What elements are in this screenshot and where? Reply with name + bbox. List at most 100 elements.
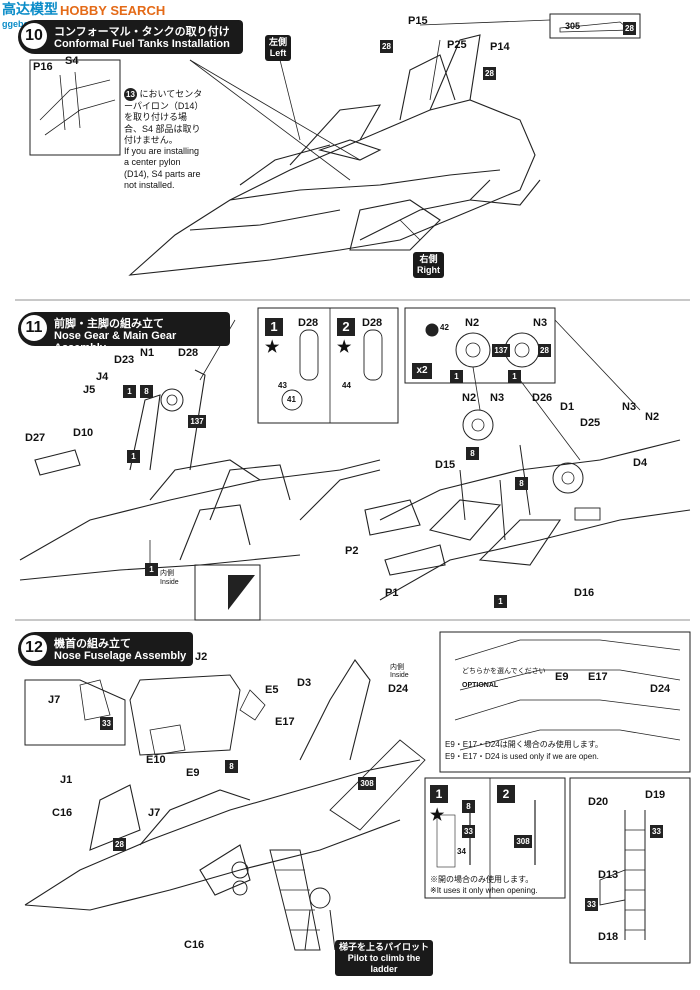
step10-header: 10 コンフォーマル・タンクの取り付け Conformal Fuel Tanks…	[18, 20, 243, 54]
ladder-opt-2: 2	[497, 785, 515, 803]
color-8-s12: 8	[225, 760, 238, 773]
variant-1-code-b: 41	[287, 395, 296, 404]
main-8-a: 8	[466, 447, 479, 460]
variant-2-part: D28	[362, 317, 383, 329]
part-e17: E17	[275, 716, 295, 728]
variant-1-star: ★	[265, 339, 280, 356]
variant-2-number: 2	[337, 318, 355, 336]
step10-left-tag: 左側 Left	[265, 35, 292, 61]
step12-number: 12	[21, 635, 47, 661]
part-j5: J5	[83, 384, 96, 396]
inside-jp: 内側	[160, 570, 174, 577]
wheel-x2: x2	[412, 363, 432, 379]
step12-header: 12 機首の組み立て Nose Fuselage Assembly	[18, 632, 193, 666]
ladder-opt-1: 1	[430, 785, 448, 803]
optional-e9: E9	[555, 671, 569, 683]
wheel-n3: N3	[533, 317, 548, 329]
part-p16: P16	[33, 61, 53, 73]
part-j1: J1	[60, 774, 73, 786]
color-28-s12: 28	[113, 838, 126, 851]
main-d15: D15	[435, 459, 456, 471]
part-j2: J2	[195, 651, 208, 663]
main-d26: D26	[532, 392, 553, 404]
part-n1: N1	[140, 347, 155, 359]
step-ref-13: 13	[124, 88, 137, 101]
variant-2-code-a: 44	[342, 381, 351, 390]
part-d23: D23	[114, 354, 135, 366]
step10-number: 10	[21, 23, 47, 49]
main-d1: D1	[560, 401, 575, 413]
step12-title-jp: 機首の組み立て	[54, 638, 131, 650]
main-n3: N3	[490, 392, 505, 404]
part-d28: D28	[178, 347, 199, 359]
wheel-1-b: 1	[508, 370, 521, 383]
part-j4: J4	[96, 371, 109, 383]
part-p15: P15	[408, 15, 428, 27]
part-e10: E10	[146, 754, 166, 766]
part-d3: D3	[297, 677, 312, 689]
step10-right-jp: 右側	[419, 254, 438, 264]
ladder-opt-8-a: 8	[462, 800, 475, 813]
color-28-b: 28	[380, 40, 393, 53]
step11-number: 11	[21, 315, 47, 341]
ladder-opt-34: 34	[457, 847, 466, 856]
step10-note-jp: においてセンターパイロン（D14）を取り付ける場合、S4 部品は取り付けません。	[124, 89, 204, 145]
part-d27: D27	[25, 432, 46, 444]
ladder-d13: D13	[598, 869, 619, 881]
color-1-a: 1	[123, 385, 136, 398]
part-j7-b: J7	[148, 807, 161, 819]
main-n2b: N2	[645, 411, 660, 423]
ladder-d18: D18	[598, 931, 619, 943]
watermark-brand: HOBBY SEARCH	[60, 3, 166, 18]
main-n2: N2	[462, 392, 477, 404]
color-305: 305	[565, 21, 581, 31]
nose-gear-fuselage	[19, 369, 381, 581]
color-1-c: 1	[145, 563, 158, 576]
main-8-b: 8	[515, 477, 528, 490]
ladder-opt-33: 33	[462, 825, 475, 838]
optional-e17: E17	[588, 671, 608, 683]
step10-title-jp: コンフォーマル・タンクの取り付け	[54, 26, 230, 38]
variant-1-part: D28	[298, 317, 319, 329]
main-d4: D4	[633, 457, 648, 469]
part-p14: P14	[490, 41, 510, 53]
ladder-33-b: 33	[585, 898, 598, 911]
variant-1-code-a: 43	[278, 381, 287, 390]
step10-inset-note: 13 においてセンターパイロン（D14）を取り付ける場合、S4 部品は取り付けま…	[124, 88, 204, 191]
step11-header: 11 前脚・主脚の組み立て Nose Gear & Main Gear Asse…	[18, 312, 230, 354]
pilot-caption-en: Pilot to climb the ladder	[347, 952, 421, 974]
main-gear-underside	[364, 439, 691, 601]
optional-note-jp: E9・E17・D24は開く場合のみ使用します。	[445, 740, 603, 749]
part-e5: E5	[265, 684, 279, 696]
ladder-d19: D19	[645, 789, 666, 801]
part-d24: D24	[388, 683, 409, 695]
step11-title-en: Nose Gear & Main Gear Assembly	[54, 330, 177, 354]
main-d25: D25	[580, 417, 601, 429]
color-308: 308	[358, 777, 376, 790]
step10-note-en: If you are installing a center pylon (D1…	[124, 146, 201, 190]
color-28-c: 28	[483, 67, 496, 80]
wheel-28: 28	[538, 344, 551, 357]
ladder-opt-1-star: ★	[430, 807, 445, 824]
ladder-d20: D20	[588, 796, 609, 808]
color-137: 137	[188, 415, 206, 428]
part-d10: D10	[73, 427, 94, 439]
ladder-33-a: 33	[650, 825, 663, 838]
watermark-brand-cn: 高达模型	[2, 1, 58, 17]
pilot-caption-jp: 梯子を上るパイロット	[339, 942, 430, 952]
part-c16-a: C16	[52, 807, 73, 819]
color-1-b: 1	[127, 450, 140, 463]
main-p1: P1	[385, 587, 399, 599]
main-d16: D16	[574, 587, 595, 599]
step10-right-en: Right	[417, 264, 440, 275]
color-8: 8	[140, 385, 153, 398]
wheel-1-a: 1	[450, 370, 463, 383]
ladder-opt-note-jp: ※開の場合のみ使用します。	[430, 875, 534, 884]
step10-left-jp: 左側	[269, 37, 288, 47]
step10-right-tag: 右側 Right	[413, 252, 444, 278]
part-s4: S4	[65, 55, 79, 67]
part-j7-a: J7	[48, 694, 61, 706]
variant-2-star: ★	[337, 339, 352, 356]
optional-jp: どちらかを選んでください	[462, 668, 546, 675]
